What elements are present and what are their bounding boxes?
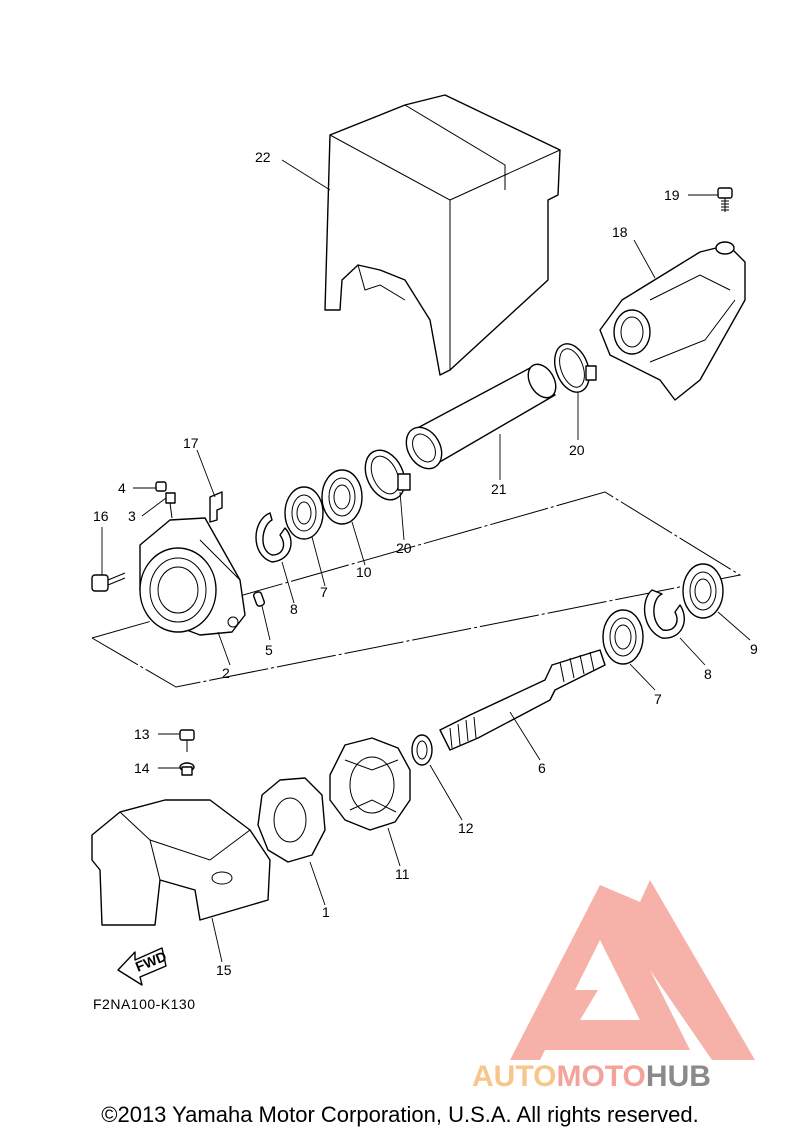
part-18-nozzle [599,241,746,401]
part-15-cover [91,799,271,926]
label-16: 16 [93,508,109,524]
label-11: 11 [395,866,410,882]
label-6: 6 [538,760,546,776]
part-7-bearing-right [602,609,644,665]
part-19-bolt [717,187,733,212]
label-13: 13 [134,726,150,742]
part-1-damper [257,777,326,863]
part-20-clamp-lower [364,449,411,501]
part-16-bolt [91,572,126,592]
part-labels: 22 19 18 20 21 20 10 7 8 17 4 3 16 2 5 9… [93,149,758,978]
label-8-right: 8 [704,666,712,682]
label-15: 15 [216,962,232,978]
part-11-coupling [329,737,411,831]
label-9: 9 [750,641,758,657]
part-6-shaft [439,649,606,751]
part-14-collar [179,762,195,776]
label-10: 10 [356,564,372,580]
copyright-notice: ©2013 Yamaha Motor Corporation, U.S.A. A… [101,1102,699,1127]
leader-lines [101,159,751,963]
label-3: 3 [128,508,136,524]
part-12-washer [411,734,433,766]
part-2-housing [139,517,246,636]
part-13-bolt [179,729,195,752]
label-2: 2 [222,665,230,681]
part-4-cap [155,481,167,492]
wordmark-auto: AUTO [472,1060,556,1093]
label-7-left: 7 [320,584,328,600]
label-1: 1 [322,904,330,920]
label-8-left: 8 [290,601,298,617]
part-8-snapring-right [643,589,685,639]
automotohub-logo [510,880,755,1060]
wordmark-hub: HUB [646,1060,711,1093]
part-3-nipple [165,492,176,519]
label-14: 14 [134,760,150,776]
wordmark-moto: MOTO [556,1060,645,1093]
label-18: 18 [612,224,628,240]
part-22-cover [324,94,561,376]
label-21: 21 [491,481,507,497]
svg-text:AUTOMOTOHUB: AUTOMOTOHUB [472,1060,711,1093]
part-17-plate [209,491,223,523]
part-9-bearing [682,563,724,619]
part-10-bearing [321,469,363,525]
label-22: 22 [255,149,271,165]
label-19: 19 [664,187,680,203]
automotohub-wordmark: AUTOMOTOHUB [472,1060,711,1093]
part-7-bearing-left [284,486,324,540]
fwd-arrow: FWD [117,947,169,986]
section-outline [91,491,742,688]
part-5-pin [252,591,266,607]
figure-code: F2NA100-K130 [93,996,196,1012]
label-4: 4 [118,480,126,496]
label-7-right: 7 [654,691,662,707]
label-5: 5 [265,642,273,658]
label-20-lower: 20 [396,540,412,556]
part-8-snapring-left [255,512,292,563]
label-12: 12 [458,820,474,836]
part-21-hose [405,363,557,470]
label-17: 17 [183,435,199,451]
part-20-clamp-upper [554,343,597,393]
label-20-upper: 20 [569,442,585,458]
